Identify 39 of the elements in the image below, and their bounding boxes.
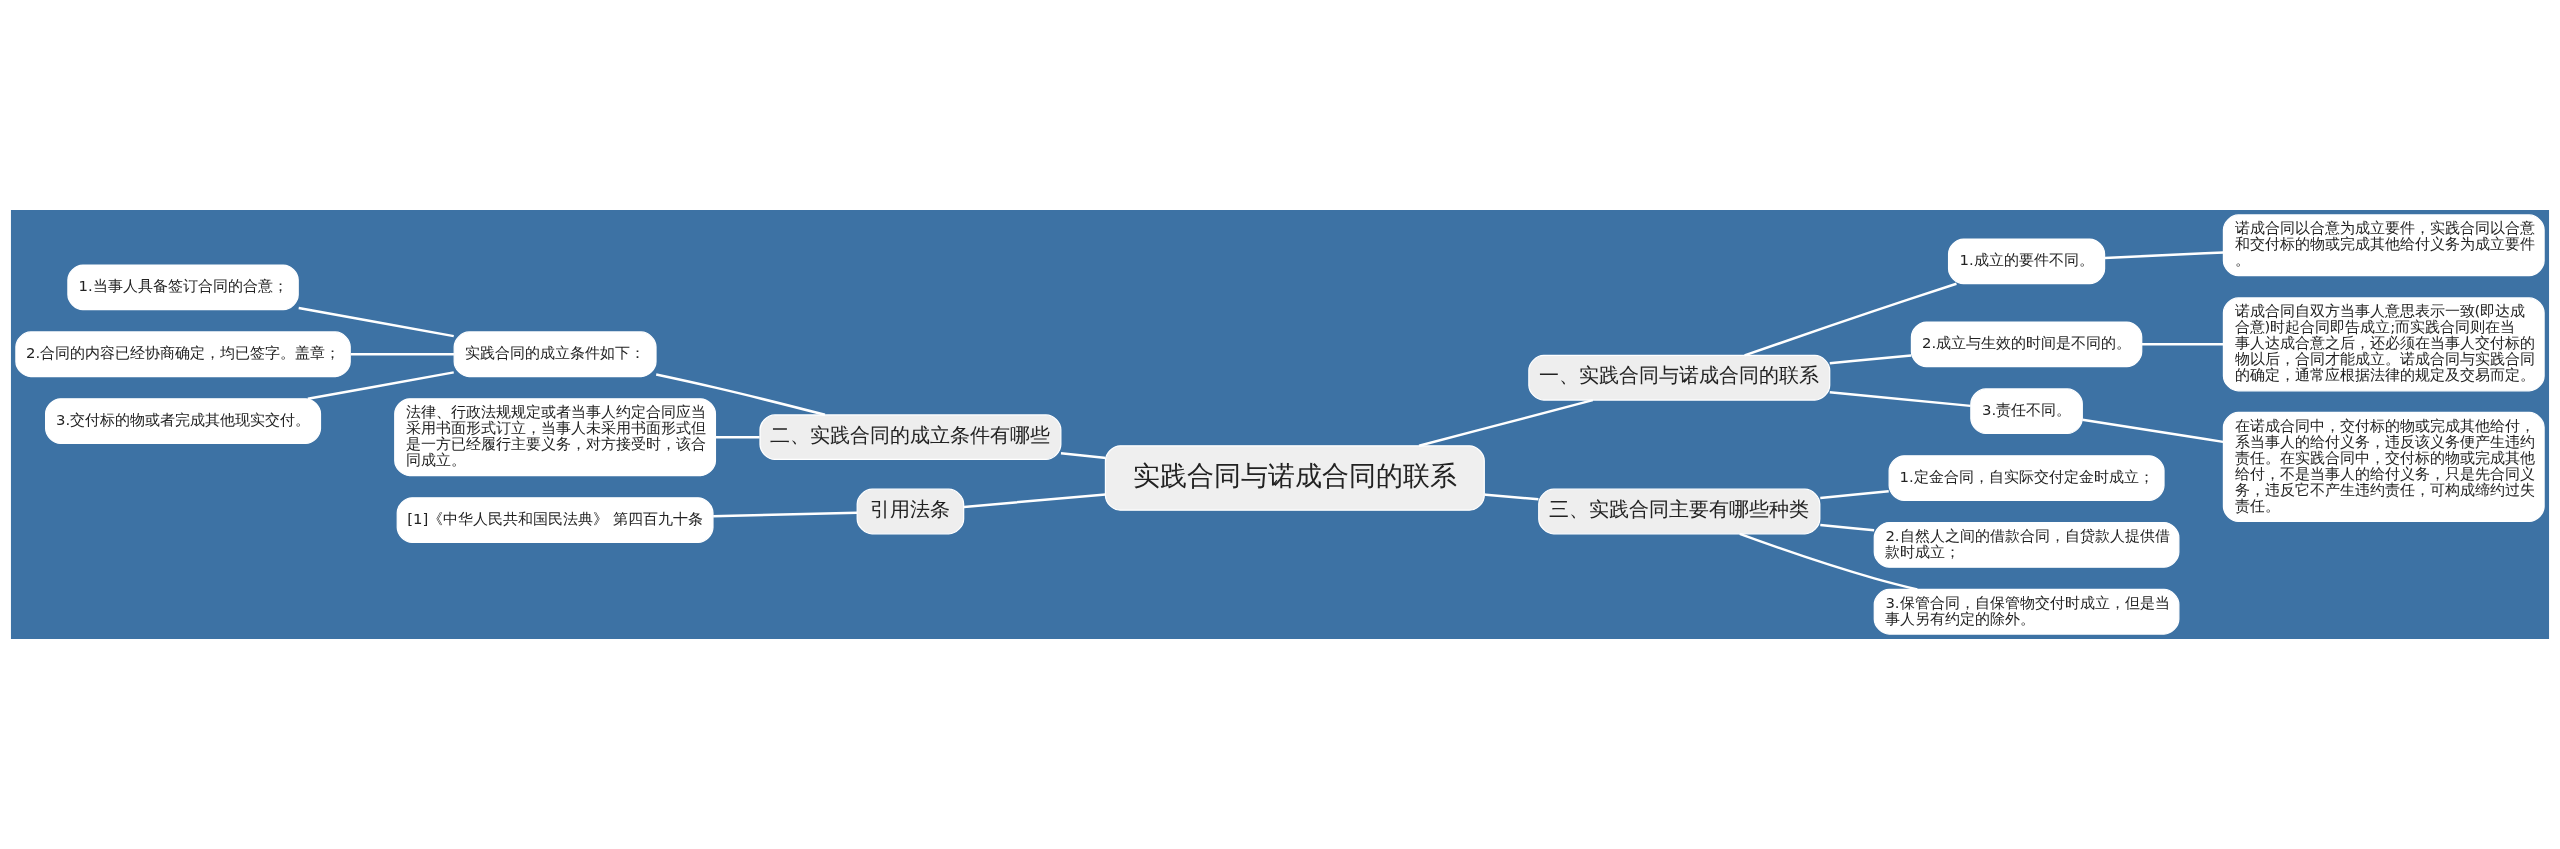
node-box: 3.保管合同，自保管物交付时成立，但是当事人另有约定的除外。: [1873, 588, 2180, 635]
node-box: 引用法条: [856, 488, 965, 535]
node-box: 2.成立与生效的时间是不同的。: [1910, 321, 2143, 368]
node-box: 实践合同的成立条件如下：: [453, 331, 657, 378]
node-box: 在诺成合同中，交付标的物或完成其他给付，系当事人的给付义务，违反该义务便产生违约责任。在实践合同中，交付标的物或完成其他给付，不是当事人的给付义务，只是先合同义务，违反它不产生违约责任，可构成缔约过失责任。: [2222, 411, 2545, 522]
connector: [1820, 490, 1889, 500]
node-box: [1]《中华人民共和国民法典》 第四百九十条: [396, 497, 714, 544]
node-box: 一、实践合同与诺成合同的联系: [1528, 354, 1831, 401]
node-box: 诺成合同自双方当事人意思表示一致(即达成合意)时起合同即告成立;而实践合同则在当事人达成合意之后，还必须在当事人交付标的物以后，合同才能成立。诺成合同与实践合同的确定，通常应根据法律的规定及交易而定。: [2222, 297, 2545, 392]
connector: [2104, 251, 2224, 260]
node-box: 3.责任不同。: [1970, 388, 2083, 435]
node-box: 法律、行政法规规定或者当事人约定合同应当采用书面形式订立，当事人未采用书面形式但是一方已经履行主要义务，对方接受时，该合同成立。: [394, 398, 717, 477]
connector: [1744, 282, 1957, 357]
connector: [1418, 398, 1594, 447]
node-box: 二、实践合同的成立条件有哪些: [759, 414, 1062, 461]
node-box: 2.自然人之间的借款合同，自贷款人提供借款时成立；: [1873, 522, 2180, 568]
node-box: 1.当事人具备签订合同的合意；: [67, 264, 299, 311]
node-box: 1.成立的要件不同。: [1947, 238, 2106, 285]
node-box: 三、实践合同主要有哪些种类: [1538, 488, 1821, 535]
connector: [1829, 354, 1912, 365]
connector: [2142, 343, 2224, 346]
connector: [298, 306, 454, 338]
connector: [655, 373, 826, 417]
connector: [1060, 451, 1106, 460]
connector: [963, 493, 1106, 509]
connector: [307, 371, 454, 400]
connector: [715, 435, 760, 439]
node-box: 实践合同与诺成合同的联系: [1104, 445, 1485, 511]
node-box: 1.定金合同，自实际交付定金时成立；: [1888, 455, 2165, 501]
node-box: 3.交付标的物或者完成其他现实交付。: [45, 398, 322, 444]
connector: [1739, 532, 1918, 591]
connector: [1484, 493, 1539, 501]
connector: [1820, 523, 1875, 532]
connector: [350, 353, 454, 356]
connector: [2082, 418, 2224, 444]
connector: [1829, 391, 1971, 408]
node-box: 2.合同的内容已经协商确定，均已签字。盖章；: [15, 331, 351, 378]
connector: [713, 511, 858, 518]
node-box: 诺成合同以合意为成立要件，实践合同以合意和交付标的物或完成其他给付义务为成立要件。: [2222, 214, 2545, 277]
